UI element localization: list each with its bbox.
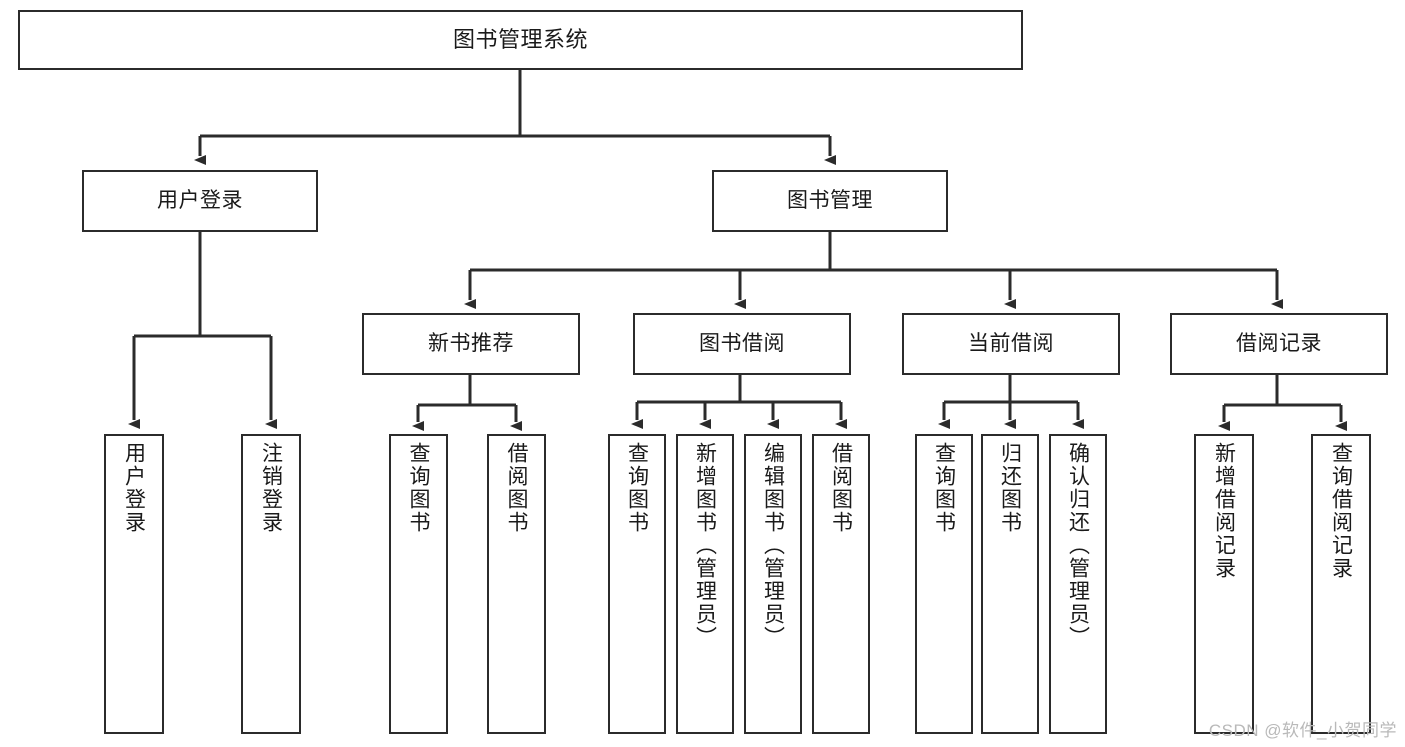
- node-new-book-recommend-label: 新书推荐: [428, 332, 514, 356]
- leaf-add-borrow-record-label: 新增借阅记录: [1212, 442, 1236, 580]
- leaf-query-book-2[interactable]: 查询图书: [608, 434, 666, 734]
- node-user-login[interactable]: 用户登录: [82, 170, 318, 232]
- leaf-query-book-3[interactable]: 查询图书: [915, 434, 973, 734]
- node-new-book-recommend[interactable]: 新书推荐: [362, 313, 580, 375]
- node-current-borrow[interactable]: 当前借阅: [902, 313, 1120, 375]
- leaf-add-book-admin[interactable]: 新增图书（管理员）: [676, 434, 734, 734]
- watermark: CSDN @软件_小贺同学: [1208, 721, 1397, 740]
- leaf-query-book-2-label: 查询图书: [625, 442, 649, 534]
- leaf-return-book-label: 归还图书: [998, 442, 1022, 534]
- leaf-edit-book-admin[interactable]: 编辑图书（管理员）: [744, 434, 802, 734]
- node-root-system[interactable]: 图书管理系统: [18, 10, 1023, 70]
- leaf-confirm-return-admin[interactable]: 确认归还（管理员）: [1049, 434, 1107, 734]
- leaf-query-book-1[interactable]: 查询图书: [389, 434, 448, 734]
- node-root-system-label: 图书管理系统: [452, 26, 588, 52]
- node-borrow-record-label: 借阅记录: [1236, 332, 1322, 356]
- node-book-borrow[interactable]: 图书借阅: [633, 313, 851, 375]
- leaf-logout-login[interactable]: 注销登录: [241, 434, 301, 734]
- leaf-edit-book-admin-label: 编辑图书（管理员）: [761, 442, 785, 649]
- leaf-add-borrow-record[interactable]: 新增借阅记录: [1194, 434, 1254, 734]
- node-book-management[interactable]: 图书管理: [712, 170, 948, 232]
- leaf-query-borrow-record[interactable]: 查询借阅记录: [1311, 434, 1371, 734]
- leaf-confirm-return-admin-label: 确认归还（管理员）: [1066, 442, 1090, 649]
- leaf-user-login[interactable]: 用户登录: [104, 434, 164, 734]
- leaf-add-book-admin-label: 新增图书（管理员）: [693, 442, 717, 649]
- node-user-login-label: 用户登录: [157, 189, 243, 213]
- leaf-borrow-book-1-label: 借阅图书: [505, 442, 528, 534]
- leaf-borrow-book-2[interactable]: 借阅图书: [812, 434, 870, 734]
- leaf-user-login-label: 用户登录: [122, 442, 146, 534]
- node-book-management-label: 图书管理: [787, 189, 873, 213]
- leaf-borrow-book-2-label: 借阅图书: [829, 442, 853, 534]
- node-borrow-record[interactable]: 借阅记录: [1170, 313, 1388, 375]
- leaf-borrow-book-1[interactable]: 借阅图书: [487, 434, 546, 734]
- leaf-query-book-3-label: 查询图书: [932, 442, 956, 534]
- leaf-query-borrow-record-label: 查询借阅记录: [1329, 442, 1353, 580]
- node-book-borrow-label: 图书借阅: [699, 332, 785, 356]
- leaf-logout-login-label: 注销登录: [259, 442, 283, 534]
- node-current-borrow-label: 当前借阅: [968, 332, 1054, 356]
- leaf-return-book[interactable]: 归还图书: [981, 434, 1039, 734]
- leaf-query-book-1-label: 查询图书: [407, 442, 430, 534]
